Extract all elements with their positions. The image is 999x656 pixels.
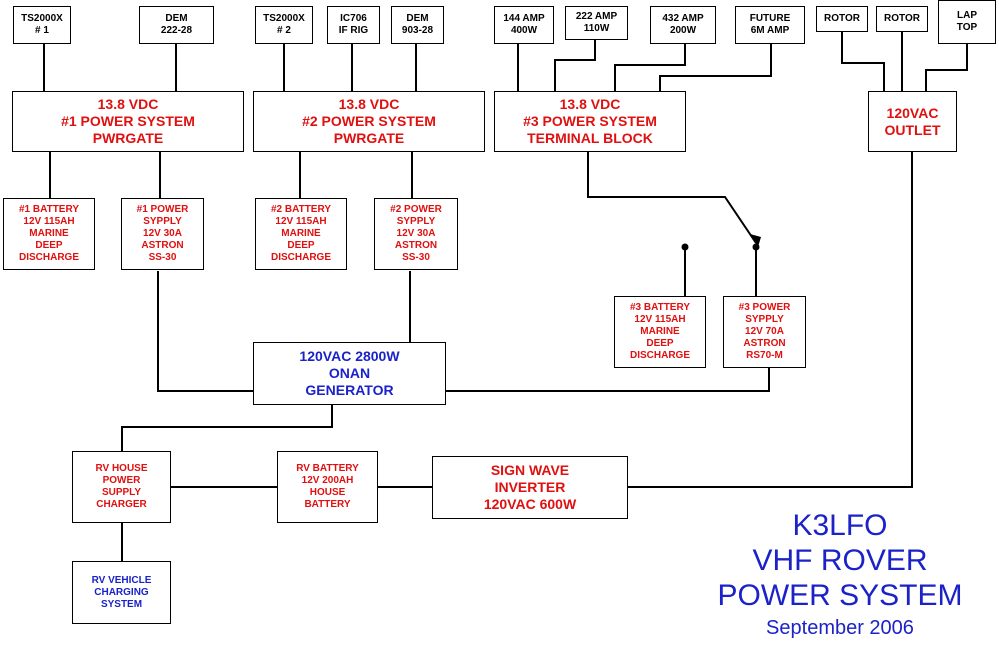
device-rotor-1: ROTOR [816, 6, 868, 32]
device-amp-144: 144 AMP 400W [494, 6, 554, 44]
device-amp-432: 432 AMP 200W [650, 6, 716, 44]
battery-2: #2 BATTERY 12V 115AH MARINE DEEP DISCHAR… [255, 198, 347, 270]
wire-ps3-switch [587, 152, 757, 244]
diagram-title: K3LFO VHF ROVER POWER SYSTEM September 2… [690, 508, 990, 643]
wire-laptop-outlet [925, 44, 968, 91]
device-dem-222: DEM 222-28 [139, 6, 214, 44]
wire-amp432-ps3 [614, 44, 686, 91]
power-system-2: 13.8 VDC #2 POWER SYSTEM PWRGATE [253, 91, 485, 152]
wire-inverter-outlet [628, 152, 913, 488]
wire-generator-charger [121, 405, 333, 451]
wire-supply1-generator [157, 271, 253, 392]
power-supply-3: #3 POWER SYPPLY 12V 70A ASTRON RS70-M [723, 296, 806, 368]
power-supply-2: #2 POWER SYPPLY 12V 30A ASTRON SS-30 [374, 198, 458, 270]
device-rotor-2: ROTOR [876, 6, 928, 32]
wire-amp222-ps3 [554, 40, 596, 91]
rv-house-charger: RV HOUSE POWER SUPPLY CHARGER [72, 451, 171, 523]
device-ic706: IC706 IF RIG [327, 6, 380, 44]
rv-house-battery: RV BATTERY 12V 200AH HOUSE BATTERY [277, 451, 378, 523]
wire-future-ps3 [659, 44, 772, 91]
device-ts2000x-2: TS2000X # 2 [255, 6, 313, 44]
wire-rotor1-outlet [841, 32, 885, 91]
terminal-dot-icon [681, 243, 689, 251]
device-dem-903: DEM 903-28 [391, 6, 444, 44]
device-amp-222: 222 AMP 110W [565, 6, 628, 40]
battery-3: #3 BATTERY 12V 115AH MARINE DEEP DISCHAR… [614, 296, 706, 368]
power-supply-1: #1 POWER SYPPLY 12V 30A ASTRON SS-30 [121, 198, 204, 270]
power-system-3: 13.8 VDC #3 POWER SYSTEM TERMINAL BLOCK [494, 91, 686, 152]
wire-supply3-generator [446, 368, 770, 392]
onan-generator: 120VAC 2800W ONAN GENERATOR [253, 342, 446, 405]
device-ts2000x-1: TS2000X # 1 [13, 6, 71, 44]
switch-arrow-icon [750, 234, 761, 247]
sine-wave-inverter: SIGN WAVE INVERTER 120VAC 600W [432, 456, 628, 519]
power-system-1: 13.8 VDC #1 POWER SYSTEM PWRGATE [12, 91, 244, 152]
device-future-6m-amp: FUTURE 6M AMP [735, 6, 805, 44]
device-laptop: LAP TOP [938, 0, 996, 44]
terminal-dot-icon [752, 243, 760, 251]
title-line-2: POWER SYSTEM [717, 579, 963, 612]
title-date: September 2006 [766, 617, 914, 639]
title-callsign: K3LFO [792, 509, 888, 542]
outlet-120vac: 120VAC OUTLET [868, 91, 957, 152]
battery-1: #1 BATTERY 12V 115AH MARINE DEEP DISCHAR… [3, 198, 95, 270]
title-line-1: VHF ROVER [752, 544, 928, 577]
rv-vehicle-charging: RV VEHICLE CHARGING SYSTEM [72, 561, 171, 624]
